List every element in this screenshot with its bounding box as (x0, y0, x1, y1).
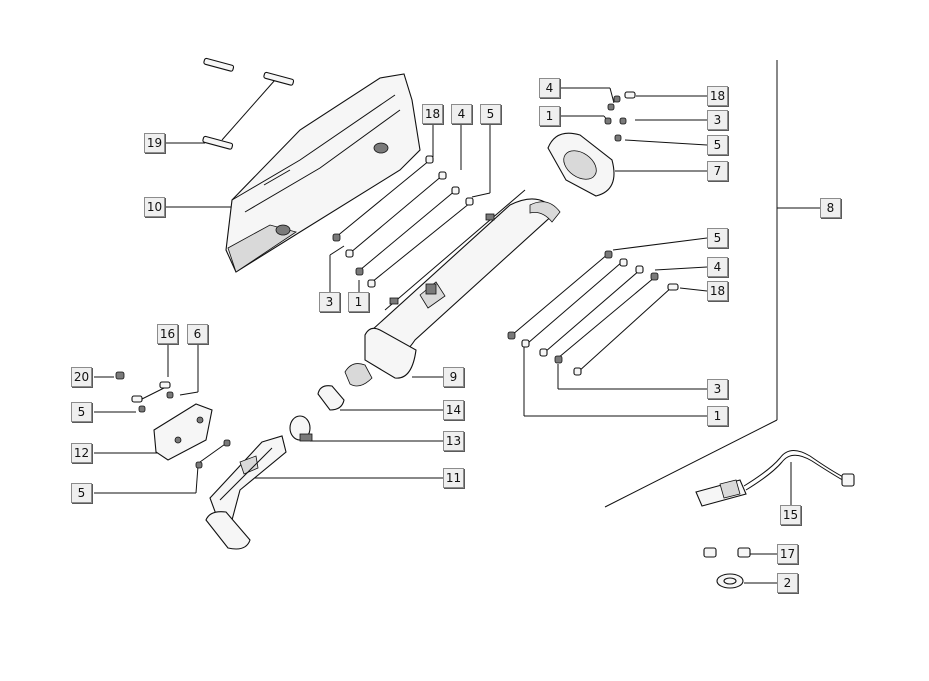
callout-19: 19 (144, 133, 165, 153)
end-cap-7 (547, 91, 636, 197)
callout-12: 12 (71, 443, 92, 463)
callout-4-top: 4 (451, 104, 472, 124)
callout-13: 13 (443, 431, 464, 451)
callout-2: 2 (777, 573, 798, 593)
exhaust-pipe-11 (205, 435, 287, 550)
callout-3-right: 3 (707, 379, 728, 399)
callout-15: 15 (780, 505, 801, 525)
callout-5-cap: 5 (707, 135, 728, 155)
callout-1-cap: 1 (539, 106, 560, 126)
callout-5-top: 5 (480, 104, 501, 124)
callout-18-cap: 18 (707, 86, 728, 106)
callout-18-top: 18 (422, 104, 443, 124)
plug-17-washer-2 (703, 547, 751, 589)
screws-right-group (507, 250, 679, 376)
callout-17: 17 (777, 544, 798, 564)
bolt-19 (202, 57, 295, 150)
callout-1-right: 1 (707, 406, 728, 426)
callout-6: 6 (187, 324, 208, 344)
callout-14: 14 (443, 400, 464, 420)
heat-shield-cover-10 (225, 73, 421, 273)
callout-7: 7 (707, 161, 728, 181)
leader-lines (94, 60, 820, 584)
callout-3-cap: 3 (707, 110, 728, 130)
callout-4-right: 4 (707, 257, 728, 277)
muffler-9 (344, 189, 561, 387)
flange-shield-12 (115, 371, 231, 469)
callout-9: 9 (443, 367, 464, 387)
gasket-14 (317, 385, 345, 411)
callout-3-left: 3 (319, 292, 340, 312)
callout-1-left: 1 (348, 292, 369, 312)
callout-20: 20 (71, 367, 92, 387)
callout-16: 16 (157, 324, 178, 344)
lambda-sensor-15 (695, 450, 855, 507)
clamp-13 (289, 415, 313, 442)
callout-4-cap: 4 (539, 78, 560, 98)
callout-11: 11 (443, 468, 464, 488)
callout-5-flange: 5 (71, 402, 92, 422)
callout-8: 8 (820, 198, 841, 218)
callout-10: 10 (144, 197, 165, 217)
callout-5-pipe: 5 (71, 483, 92, 503)
screws-cover-group (332, 155, 474, 288)
callout-18-right: 18 (707, 281, 728, 301)
callout-5-right: 5 (707, 228, 728, 248)
